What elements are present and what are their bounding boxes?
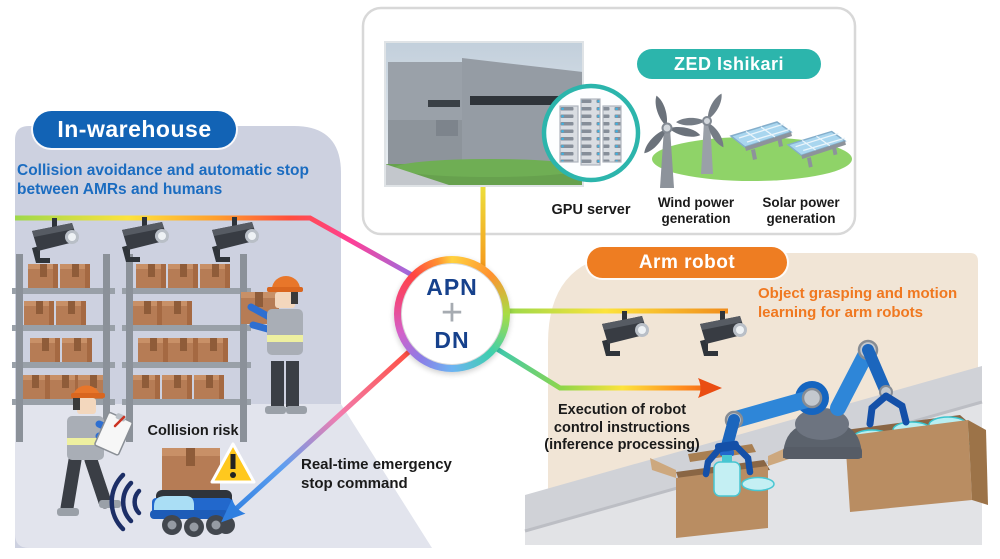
wind-power-label: Wind power generation [657, 195, 735, 226]
part-disk [741, 476, 775, 492]
solar-panel-icon [786, 130, 847, 168]
collision-risk-label: Collision risk [147, 423, 239, 439]
amr-robot-icon [109, 442, 256, 537]
sound-wave-icon [109, 472, 142, 532]
worker-picking-icon [241, 276, 307, 414]
emergency-stop-arrow [221, 347, 414, 523]
apn-dn-network-node-face: APN + DN [401, 263, 503, 365]
execution-label: Execution of robot control instructions … [544, 402, 700, 454]
dn-label: DN [434, 326, 470, 353]
plus-connector: + [440, 292, 464, 335]
arm-robot-title-pill: Arm robot [587, 247, 787, 278]
wind-turbine-icon [644, 95, 701, 188]
parts-box-right [824, 414, 988, 512]
node-to-armrobot-arrow [495, 346, 722, 398]
apn-dn-network-node: APN + DN [394, 256, 510, 372]
gpu-server-label: GPU server [551, 202, 631, 218]
gpu-server-icon [541, 83, 641, 183]
warehouse-title-pill: In-warehouse [33, 111, 236, 148]
warehouse-description: Collision avoidance and automatic stop b… [17, 162, 309, 198]
warehouse-shelves [12, 254, 251, 442]
worker-writing-icon [57, 385, 133, 516]
arm-robot-description: Object grasping and motion learning for … [758, 285, 958, 321]
warning-icon [210, 442, 256, 484]
part-bottle [713, 450, 741, 497]
solar-panel-icon [729, 121, 793, 160]
arm-robot-icon [702, 339, 910, 478]
zed-ishikari-title-pill: ZED Ishikari [637, 49, 821, 79]
stop-command-label: Real-time emergency stop command [301, 456, 452, 492]
wind-turbine-icon [676, 93, 724, 174]
apn-label: APN [426, 274, 478, 301]
camera-to-node-line [15, 215, 414, 278]
solar-power-label: Solar power generation [762, 195, 840, 226]
